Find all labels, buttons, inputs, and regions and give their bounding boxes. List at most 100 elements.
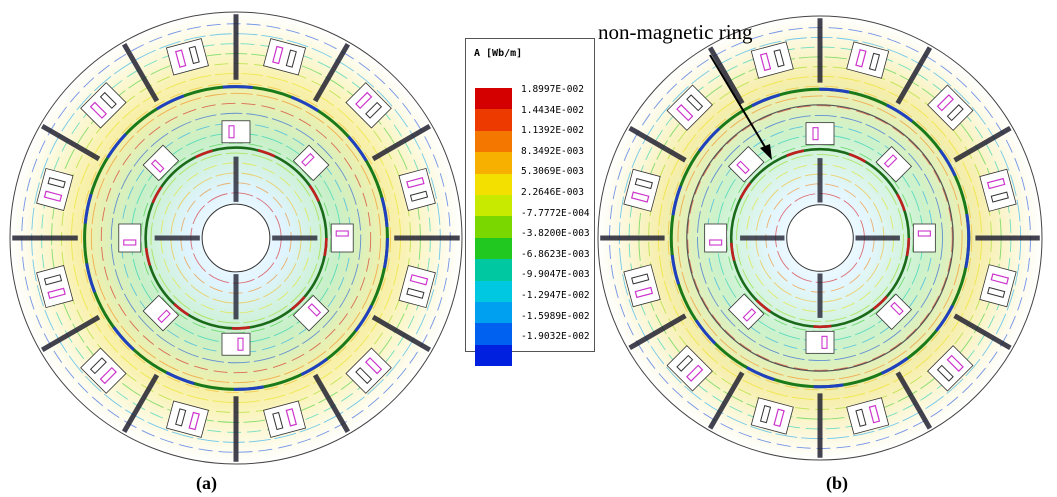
legend-value-label: -1.2947E-002 [521, 290, 590, 301]
stator-slot [979, 264, 1017, 308]
non-magnetic-ring [686, 104, 954, 372]
stator-slot [80, 82, 127, 129]
winding-coil [285, 408, 298, 427]
legend-value-label: 1.4434E-002 [521, 104, 584, 116]
winding-coil [634, 286, 654, 299]
winding-coil [89, 101, 108, 119]
legend-value-label: 1.1392E-002 [521, 125, 584, 137]
inner-rotor-ring-segments [144, 146, 328, 330]
annotation-arrow [709, 54, 769, 153]
outer-rotor-ring-segments [669, 87, 971, 389]
winding-coil [773, 49, 785, 68]
winding-coil [43, 190, 63, 202]
winding-coil [175, 408, 187, 427]
winding-coil [946, 104, 964, 122]
winding-coil [917, 230, 931, 237]
legend-swatch [475, 280, 512, 302]
winding-coil [812, 127, 819, 141]
annotation-arrow-head [760, 144, 772, 160]
legend-swatch [475, 216, 512, 238]
inner-slot [704, 223, 728, 253]
magnet-bar [371, 123, 432, 162]
motor-cross-section-b [597, 15, 1043, 461]
winding-coil [188, 45, 200, 65]
stator-slot [263, 38, 307, 76]
magnet-bar [312, 373, 351, 434]
stator-slot [979, 168, 1017, 212]
winding-coil [759, 52, 772, 72]
stator-slot [36, 265, 74, 309]
winding-coil [686, 94, 704, 112]
legend-swatch [475, 301, 512, 324]
legend-value-label: -7.7772E-004 [521, 207, 590, 219]
winding-coil [355, 367, 373, 385]
winding-coil [936, 364, 954, 382]
magnet-bar [895, 371, 933, 430]
stator-slot [623, 264, 661, 308]
magnet-bar [707, 371, 745, 430]
non-magnetic-ring-annotation: non-magnetic ring [598, 20, 753, 44]
flux-contour [110, 112, 362, 364]
winding-coil [890, 301, 904, 316]
flux-contour [150, 152, 322, 324]
legend-swatch [475, 323, 512, 345]
stator-slot [398, 167, 436, 211]
legend-swatch [475, 130, 512, 153]
shaft-bore [201, 203, 271, 273]
stator-slot [345, 347, 392, 394]
legend-value-label: -3.8200E-003 [521, 228, 590, 240]
stator-slot [80, 347, 127, 394]
magnet-bar [953, 313, 1012, 351]
inner-slot [142, 144, 180, 182]
stator-slot [165, 400, 209, 438]
inner-rotor-ring-segments [729, 147, 911, 329]
winding-coil [409, 274, 429, 286]
winding-coil [123, 239, 137, 246]
winding-coil [47, 177, 66, 189]
winding-coil [936, 94, 954, 112]
inner-slot [292, 144, 330, 182]
winding-coil [990, 191, 1009, 203]
winding-coil [272, 411, 284, 431]
stator-slot [927, 84, 974, 131]
legend-value-label: 8.3492E-003 [521, 145, 584, 157]
stator-slot [666, 84, 713, 131]
stator-slot [36, 167, 74, 211]
winding-coil [855, 48, 867, 68]
stator-slot [398, 265, 436, 309]
panel-label-b: (b) [826, 473, 848, 493]
winding-coil [686, 364, 704, 382]
winding-coil [631, 273, 650, 285]
legend-value-label: -6.8623E-003 [521, 248, 590, 260]
inner-slot [118, 223, 142, 253]
legend-value-label: 1.8997E-002 [521, 84, 584, 95]
flux-contour [697, 115, 943, 361]
legend-swatch [475, 88, 512, 110]
legend-value-label: -1.9032E-002 [521, 331, 590, 343]
magnet-bar [628, 313, 687, 351]
magnet-bar [707, 46, 745, 105]
winding-coil [237, 337, 244, 351]
inner-slot [330, 223, 354, 253]
stator-slot [345, 82, 392, 129]
winding-coil [821, 335, 828, 349]
legend-swatch [475, 152, 512, 174]
legend-swatch [475, 237, 512, 260]
flux-contour [677, 95, 963, 381]
panel-label-a: (a) [196, 473, 217, 493]
stator-slot [927, 345, 974, 392]
legend-value-label: 2.2646E-003 [521, 187, 584, 198]
magnet-bar [312, 42, 351, 103]
winding-coil [630, 191, 650, 203]
color-legend: A [Wb/m] 1.8997E-002 1.4434E-002 1.1392E-0… [465, 38, 595, 367]
winding-coil [355, 91, 373, 110]
legend-title: A [Wb/m] [474, 48, 523, 59]
winding-coil [773, 408, 785, 428]
stator-slot [165, 38, 209, 76]
winding-coil [285, 49, 297, 68]
inner-slot [875, 293, 913, 331]
shaft-bore [786, 204, 854, 272]
winding-coil [174, 49, 187, 68]
winding-coil [855, 408, 867, 427]
